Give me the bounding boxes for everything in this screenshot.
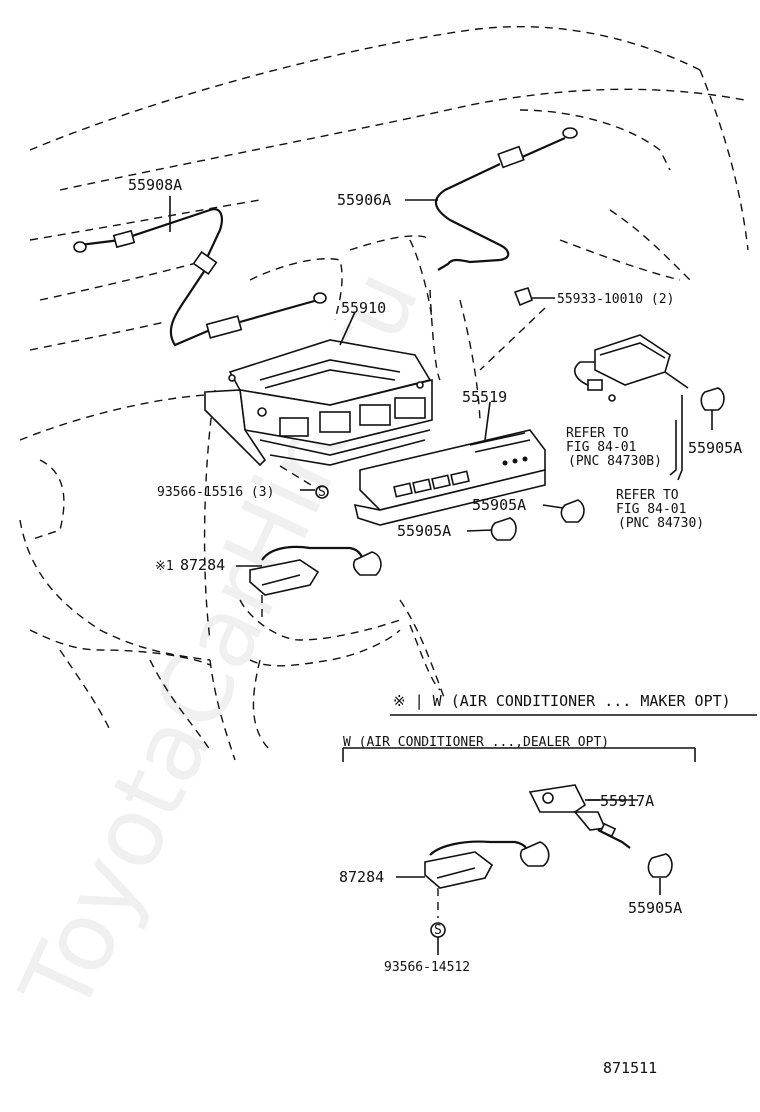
label-55906a: 55906A bbox=[337, 191, 391, 209]
section-separators bbox=[342, 714, 757, 762]
label-93566-14512: 93566-14512 bbox=[384, 960, 470, 975]
part-labels: 55908A 55906A 55910 55933-10010 (2) 5551… bbox=[128, 176, 742, 1077]
refer1-line1: REFER TO bbox=[566, 426, 629, 441]
screw-93566-15516: S bbox=[279, 465, 329, 500]
label-55905a-right: 55905A bbox=[688, 439, 742, 457]
refer2-line1: REFER TO bbox=[616, 488, 679, 503]
cable-55908a bbox=[73, 208, 327, 347]
refer2-line2: FIG 84-01 bbox=[616, 502, 686, 517]
knob-55905a-right bbox=[700, 387, 725, 411]
knob-55905a-bottom bbox=[647, 853, 673, 878]
leader-lines bbox=[169, 196, 713, 895]
knob-55905a-left bbox=[490, 517, 517, 541]
label-55519: 55519 bbox=[462, 388, 507, 406]
module-84730b bbox=[574, 334, 689, 402]
screw-93566-14512: S bbox=[430, 922, 446, 955]
label-55910: 55910 bbox=[341, 299, 386, 317]
label-87284-top: 87284 bbox=[180, 556, 225, 574]
refer1-line2: FIG 84-01 bbox=[566, 440, 636, 455]
diagram-number: 871511 bbox=[603, 1059, 657, 1077]
bracket-87284-bottom bbox=[424, 840, 550, 918]
label-55933: 55933-10010 (2) bbox=[557, 292, 674, 307]
clip-55933 bbox=[479, 287, 555, 371]
label-55905a-mid: 55905A bbox=[472, 496, 526, 514]
label-55908a: 55908A bbox=[128, 176, 182, 194]
panel-55519 bbox=[353, 429, 546, 526]
control-unit-55910 bbox=[204, 339, 433, 467]
label-55905a-left: 55905A bbox=[397, 522, 451, 540]
label-87284-bottom: 87284 bbox=[339, 868, 384, 886]
label-93566-15516: 93566-15516 (3) bbox=[157, 485, 274, 500]
refer2-line3: (PNC 84730) bbox=[618, 516, 704, 531]
refer1-line3: (PNC 84730B) bbox=[568, 454, 662, 469]
label-dealer-opt: W (AIR CONDITIONER ...,DEALER OPT) bbox=[343, 735, 609, 750]
svg-text:S: S bbox=[318, 485, 326, 500]
label-maker-opt: ※ | W (AIR CONDITIONER ... MAKER OPT) bbox=[393, 692, 731, 710]
bracket-87284-top bbox=[249, 545, 382, 620]
bracket-55917a bbox=[528, 784, 631, 849]
svg-text:S: S bbox=[434, 923, 442, 938]
dashboard-outline bbox=[19, 25, 749, 761]
label-87284-top-mark: ※1 bbox=[155, 559, 174, 574]
cable-55906a bbox=[434, 127, 578, 271]
knob-55905a-mid bbox=[560, 499, 585, 523]
label-55905a-bottom: 55905A bbox=[628, 899, 682, 917]
label-55917a: 55917A bbox=[600, 792, 654, 810]
